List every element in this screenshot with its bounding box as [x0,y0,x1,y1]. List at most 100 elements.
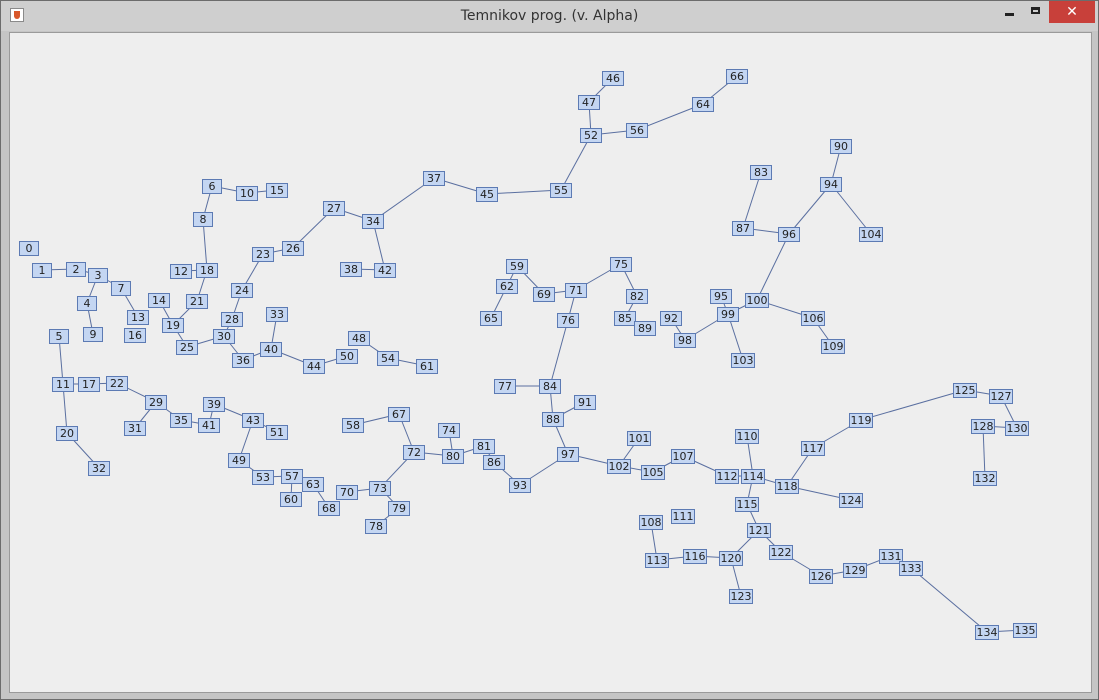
graph-node[interactable]: 3 [88,268,108,283]
graph-node[interactable]: 36 [232,353,254,368]
graph-node[interactable]: 31 [124,421,146,436]
graph-node[interactable]: 56 [626,123,648,138]
graph-node[interactable]: 49 [228,453,250,468]
graph-node[interactable]: 27 [323,201,345,216]
graph-node[interactable]: 33 [266,307,288,322]
graph-node[interactable]: 1 [32,263,52,278]
graph-node[interactable]: 102 [607,459,631,474]
graph-node[interactable]: 95 [710,289,732,304]
graph-node[interactable]: 0 [19,241,39,256]
graph-node[interactable]: 124 [839,493,863,508]
graph-node[interactable]: 117 [801,441,825,456]
graph-node[interactable]: 96 [778,227,800,242]
graph-node[interactable]: 109 [821,339,845,354]
graph-node[interactable]: 61 [416,359,438,374]
graph-node[interactable]: 55 [550,183,572,198]
graph-node[interactable]: 17 [78,377,100,392]
graph-node[interactable]: 43 [242,413,264,428]
graph-node[interactable]: 2 [66,262,86,277]
graph-node[interactable]: 64 [692,97,714,112]
graph-node[interactable]: 69 [533,287,555,302]
graph-node[interactable]: 62 [496,279,518,294]
graph-node[interactable]: 107 [671,449,695,464]
graph-node[interactable]: 106 [801,311,825,326]
graph-node[interactable]: 46 [602,71,624,86]
graph-node[interactable]: 81 [473,439,495,454]
graph-node[interactable]: 72 [403,445,425,460]
graph-node[interactable]: 32 [88,461,110,476]
graph-node[interactable]: 29 [145,395,167,410]
graph-node[interactable]: 87 [732,221,754,236]
graph-node[interactable]: 85 [614,311,636,326]
graph-node[interactable]: 114 [741,469,765,484]
graph-node[interactable]: 108 [639,515,663,530]
graph-node[interactable]: 44 [303,359,325,374]
graph-node[interactable]: 24 [231,283,253,298]
graph-node[interactable]: 57 [281,469,303,484]
graph-node[interactable]: 5 [49,329,69,344]
title-bar[interactable]: Temnikov prog. (v. Alpha) ✕ [1,1,1098,31]
graph-node[interactable]: 134 [975,625,999,640]
graph-node[interactable]: 93 [509,478,531,493]
graph-node[interactable]: 41 [198,418,220,433]
graph-node[interactable]: 103 [731,353,755,368]
graph-node[interactable]: 21 [186,294,208,309]
graph-node[interactable]: 90 [830,139,852,154]
graph-node[interactable]: 115 [735,497,759,512]
graph-node[interactable]: 54 [377,351,399,366]
graph-node[interactable]: 48 [348,331,370,346]
graph-node[interactable]: 50 [336,349,358,364]
graph-node[interactable]: 112 [715,469,739,484]
graph-node[interactable]: 40 [260,342,282,357]
graph-node[interactable]: 59 [506,259,528,274]
graph-node[interactable]: 16 [124,328,146,343]
graph-node[interactable]: 91 [574,395,596,410]
graph-node[interactable]: 23 [252,247,274,262]
close-button[interactable]: ✕ [1049,1,1095,23]
graph-node[interactable]: 28 [221,312,243,327]
graph-node[interactable]: 100 [745,293,769,308]
graph-node[interactable]: 9 [83,327,103,342]
graph-node[interactable]: 11 [52,377,74,392]
graph-node[interactable]: 118 [775,479,799,494]
graph-node[interactable]: 88 [542,412,564,427]
graph-node[interactable]: 39 [203,397,225,412]
graph-node[interactable]: 78 [365,519,387,534]
graph-node[interactable]: 128 [971,419,995,434]
graph-node[interactable]: 105 [641,465,665,480]
graph-node[interactable]: 8 [193,212,213,227]
graph-node[interactable]: 10 [236,186,258,201]
graph-node[interactable]: 30 [213,329,235,344]
graph-node[interactable]: 67 [388,407,410,422]
minimize-button[interactable] [997,1,1022,23]
graph-node[interactable]: 52 [580,128,602,143]
graph-node[interactable]: 97 [557,447,579,462]
graph-node[interactable]: 45 [476,187,498,202]
graph-node[interactable]: 63 [302,477,324,492]
graph-node[interactable]: 68 [318,501,340,516]
graph-node[interactable]: 66 [726,69,748,84]
graph-node[interactable]: 116 [683,549,707,564]
graph-node[interactable]: 51 [266,425,288,440]
graph-node[interactable]: 13 [127,310,149,325]
graph-node[interactable]: 4 [77,296,97,311]
graph-node[interactable]: 70 [336,485,358,500]
graph-node[interactable]: 131 [879,549,903,564]
graph-node[interactable]: 20 [56,426,78,441]
graph-node[interactable]: 82 [626,289,648,304]
graph-node[interactable]: 122 [769,545,793,560]
graph-node[interactable]: 7 [111,281,131,296]
graph-node[interactable]: 74 [438,423,460,438]
graph-node[interactable]: 53 [252,470,274,485]
graph-node[interactable]: 89 [634,321,656,336]
graph-node[interactable]: 99 [717,307,739,322]
graph-node[interactable]: 37 [423,171,445,186]
graph-node[interactable]: 125 [953,383,977,398]
graph-node[interactable]: 34 [362,214,384,229]
graph-node[interactable]: 92 [660,311,682,326]
graph-node[interactable]: 25 [176,340,198,355]
graph-node[interactable]: 86 [483,455,505,470]
java-app-icon[interactable] [10,8,24,22]
graph-node[interactable]: 58 [342,418,364,433]
